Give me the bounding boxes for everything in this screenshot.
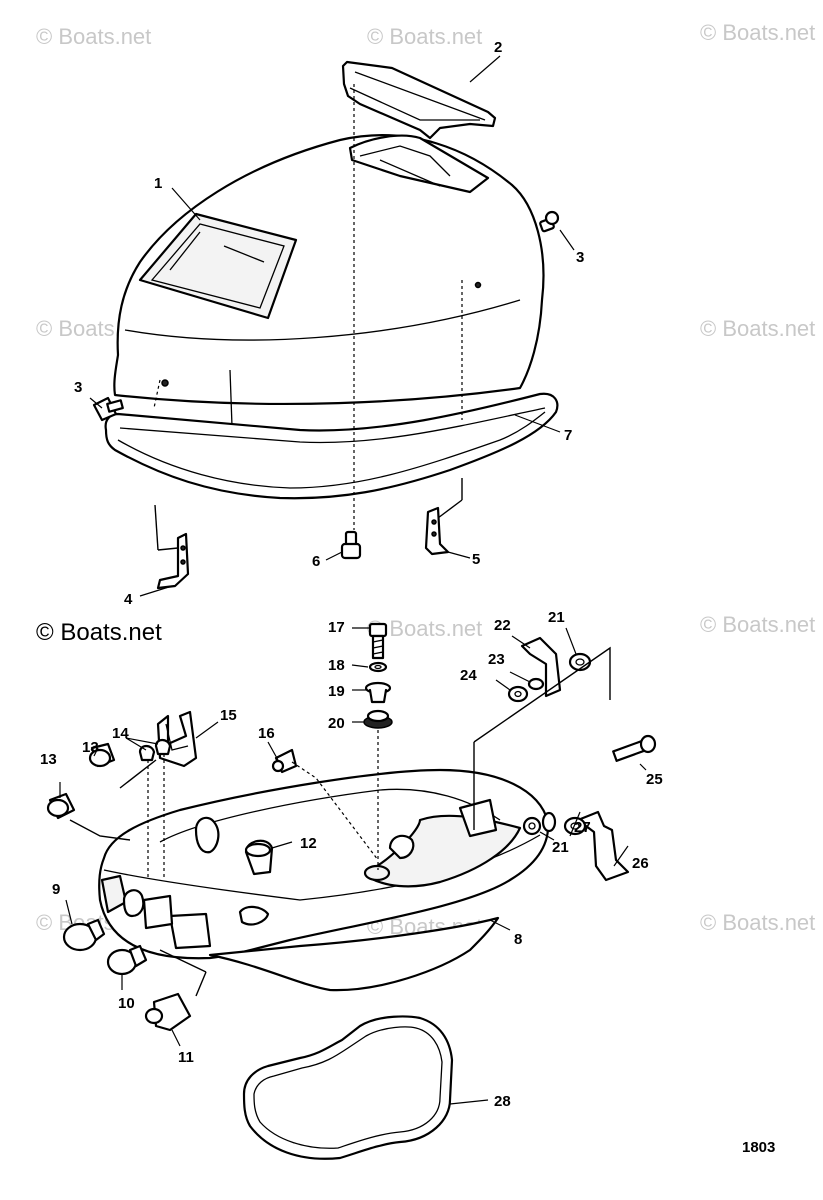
callout-21: 21	[552, 839, 569, 856]
callout-21: 21	[548, 609, 565, 626]
top-leader-lines	[89, 55, 575, 597]
callout-13: 13	[82, 739, 99, 756]
part-3-screw-right	[539, 210, 560, 233]
callout-9: 9	[52, 881, 60, 898]
part-25-screw	[612, 734, 657, 762]
part-20-grommet	[363, 709, 393, 729]
callout-20: 20	[328, 715, 345, 732]
callout-11: 11	[178, 1049, 194, 1066]
part-28-gasket	[242, 1015, 454, 1160]
bottom-leader-lines	[59, 627, 647, 1105]
callout-25: 25	[646, 771, 663, 788]
callout-27: 27	[574, 819, 591, 836]
part-15-bracket	[156, 710, 219, 768]
figure-number: 1803	[742, 1139, 775, 1156]
part-22-bracket	[520, 636, 562, 698]
callout-26: 26	[632, 855, 649, 872]
callout-6: 6	[312, 553, 320, 570]
callout-12: 12	[300, 835, 317, 852]
watermark-main: © Boats.net	[36, 619, 162, 646]
callout-14: 14	[112, 725, 129, 742]
watermark: © Boats.net	[700, 316, 815, 341]
callout-28: 28	[494, 1093, 511, 1110]
callout-2: 2	[494, 39, 502, 56]
part-2-cowl-handle	[341, 60, 497, 140]
callout-16: 16	[258, 725, 275, 742]
part-6-grommet	[340, 530, 362, 560]
part-3-screw-left	[92, 396, 124, 422]
callout-8: 8	[514, 931, 522, 948]
callout-7: 7	[564, 427, 572, 444]
callout-13: 13	[40, 751, 57, 768]
part-10-plug	[106, 944, 148, 976]
part-1-top-cowl	[113, 134, 545, 427]
callout-10: 10	[118, 995, 135, 1012]
callout-1: 1	[154, 175, 162, 192]
part-24-nut	[507, 685, 529, 703]
part-18-washer	[368, 661, 388, 673]
watermark: © Boats.net	[367, 24, 482, 49]
part-9-plug	[62, 918, 106, 952]
callout-labels: 2 1 3 3 7 5 6 4 17 18 19 20 22 21 23 24 …	[40, 39, 663, 1110]
callout-23: 23	[488, 651, 505, 668]
watermark: © Boats.net	[700, 910, 815, 935]
part-11-connector	[144, 992, 192, 1032]
callout-4: 4	[124, 591, 133, 608]
callout-3: 3	[576, 249, 584, 266]
part-19-bushing	[364, 681, 392, 704]
callout-17: 17	[328, 619, 345, 636]
part-21-nut-bottom	[522, 811, 557, 836]
part-16-screw	[271, 748, 298, 774]
part-7-cowl-seal	[104, 392, 559, 500]
part-13-plug-b	[46, 792, 76, 820]
watermark: © Boats.net	[36, 24, 151, 49]
part-17-bolt	[368, 622, 388, 660]
callout-15: 15	[220, 707, 237, 724]
callout-5: 5	[472, 551, 480, 568]
part-21-nut-top	[568, 652, 592, 672]
watermark: © Boats.net	[700, 612, 815, 637]
part-14-pins	[138, 738, 172, 880]
part-8-bottom-cowl	[98, 768, 550, 992]
part-12-fitting	[244, 839, 274, 876]
callout-3: 3	[74, 379, 82, 396]
callout-22: 22	[494, 617, 511, 634]
part-5-bracket	[424, 506, 450, 556]
watermark: © Boats.net	[700, 20, 815, 45]
part-23-washer	[527, 677, 545, 691]
callout-24: 24	[460, 667, 477, 684]
callout-18: 18	[328, 657, 345, 674]
part-4-bracket	[156, 532, 190, 590]
callout-19: 19	[328, 683, 345, 700]
